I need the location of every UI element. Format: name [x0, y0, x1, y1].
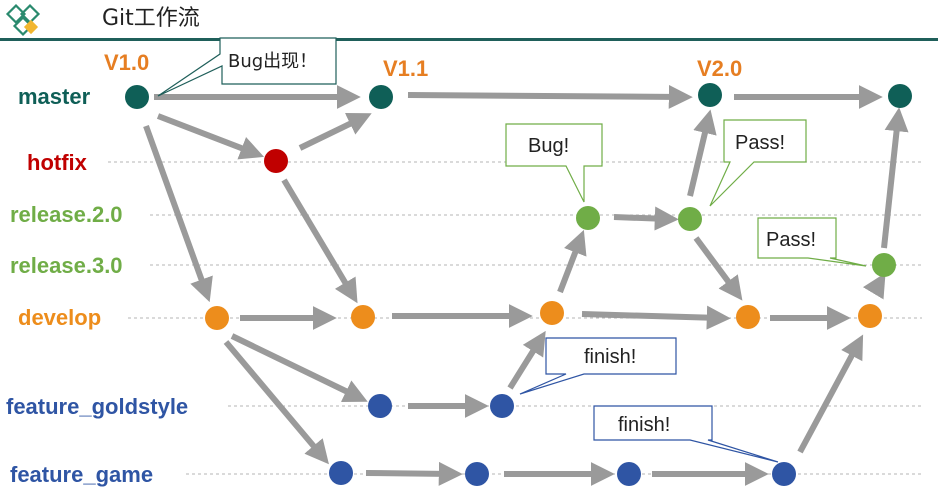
arrow-game-to-develop [797, 334, 864, 454]
page-title: Git工作流 [102, 6, 200, 31]
arrow-release-3-to-master [881, 107, 909, 249]
commit-release-2-a [576, 206, 600, 230]
callout-pass-release-3-text: Pass! [766, 229, 816, 251]
branch-label-develop: develop [18, 305, 101, 330]
arrow-game-1-to-2 [365, 461, 463, 486]
commit-master-v2-0 [698, 83, 722, 107]
callout-finish-game-text: finish! [618, 414, 670, 436]
commit-nodes [125, 83, 912, 486]
callout-bug-appear-text: Bug出现！ [228, 51, 317, 72]
header-divider [0, 38, 938, 41]
callout-pass-release-2-text: Pass! [735, 132, 785, 154]
callout-pass-release-2: Pass! [709, 119, 807, 207]
logo-icon [5, 3, 41, 37]
version-label-v2-0: V2.0 [697, 56, 742, 81]
commit-develop-3 [540, 301, 564, 325]
arrow-hotfix-to-develop [281, 178, 358, 304]
commit-hotfix [264, 149, 288, 173]
callout-finish-goldstyle-text: finish! [584, 346, 636, 368]
arrow-release-2-to-develop [693, 236, 743, 301]
callout-bug: Bug! [505, 123, 603, 203]
arrow-develop-to-release-3 [862, 272, 886, 300]
commit-develop-4 [736, 305, 760, 329]
commit-game-2 [465, 462, 489, 486]
commit-game-3 [617, 462, 641, 486]
arrow-develop-to-game [223, 340, 329, 465]
version-label-v1-1: V1.1 [383, 56, 428, 81]
arrow-develop-to-release-2 [557, 229, 587, 294]
commit-develop-2 [351, 305, 375, 329]
arrow-master-to-hotfix [156, 113, 265, 160]
callout-pass-release-3: Pass! [757, 217, 867, 267]
callout-bug-appear: Bug出现！ [157, 37, 337, 97]
callout-finish-goldstyle: finish! [519, 337, 677, 395]
branch-label-master: master [18, 84, 91, 109]
commit-master-v1-0 [125, 85, 149, 109]
commit-game-4 [772, 462, 796, 486]
arrow-master-to-develop [143, 124, 213, 303]
callout-bug-text: Bug! [528, 135, 569, 157]
branch-label-feature-goldstyle: feature_goldstyle [6, 394, 188, 419]
arrow-master-v1-1-to-v2 [407, 84, 693, 109]
commit-develop-5 [858, 304, 882, 328]
commit-goldstyle-2 [490, 394, 514, 418]
arrow-hotfix-to-master [298, 112, 372, 151]
arrow-develop-3-to-4 [581, 305, 731, 330]
flow-arrows [143, 84, 909, 486]
arrow-goldstyle-to-develop [507, 330, 546, 390]
commit-master-end [888, 84, 912, 108]
branch-label-feature-game: feature_game [10, 462, 153, 487]
arrow-release-2-1-to-2 [613, 206, 679, 231]
commit-release-2-b [678, 207, 702, 231]
commit-develop-1 [205, 306, 229, 330]
arrow-release-2-to-master [687, 109, 717, 197]
branch-label-hotfix: hotfix [27, 150, 88, 175]
commit-goldstyle-1 [368, 394, 392, 418]
arrow-develop-to-goldstyle [230, 333, 368, 403]
branch-label-release-3: release.3.0 [10, 253, 123, 278]
branch-label-release-2: release.2.0 [10, 202, 123, 227]
commit-master-v1-1 [369, 85, 393, 109]
commit-game-1 [329, 461, 353, 485]
version-label-v1-0: V1.0 [104, 50, 149, 75]
commit-release-3 [872, 253, 896, 277]
callout-finish-game: finish! [593, 405, 779, 463]
